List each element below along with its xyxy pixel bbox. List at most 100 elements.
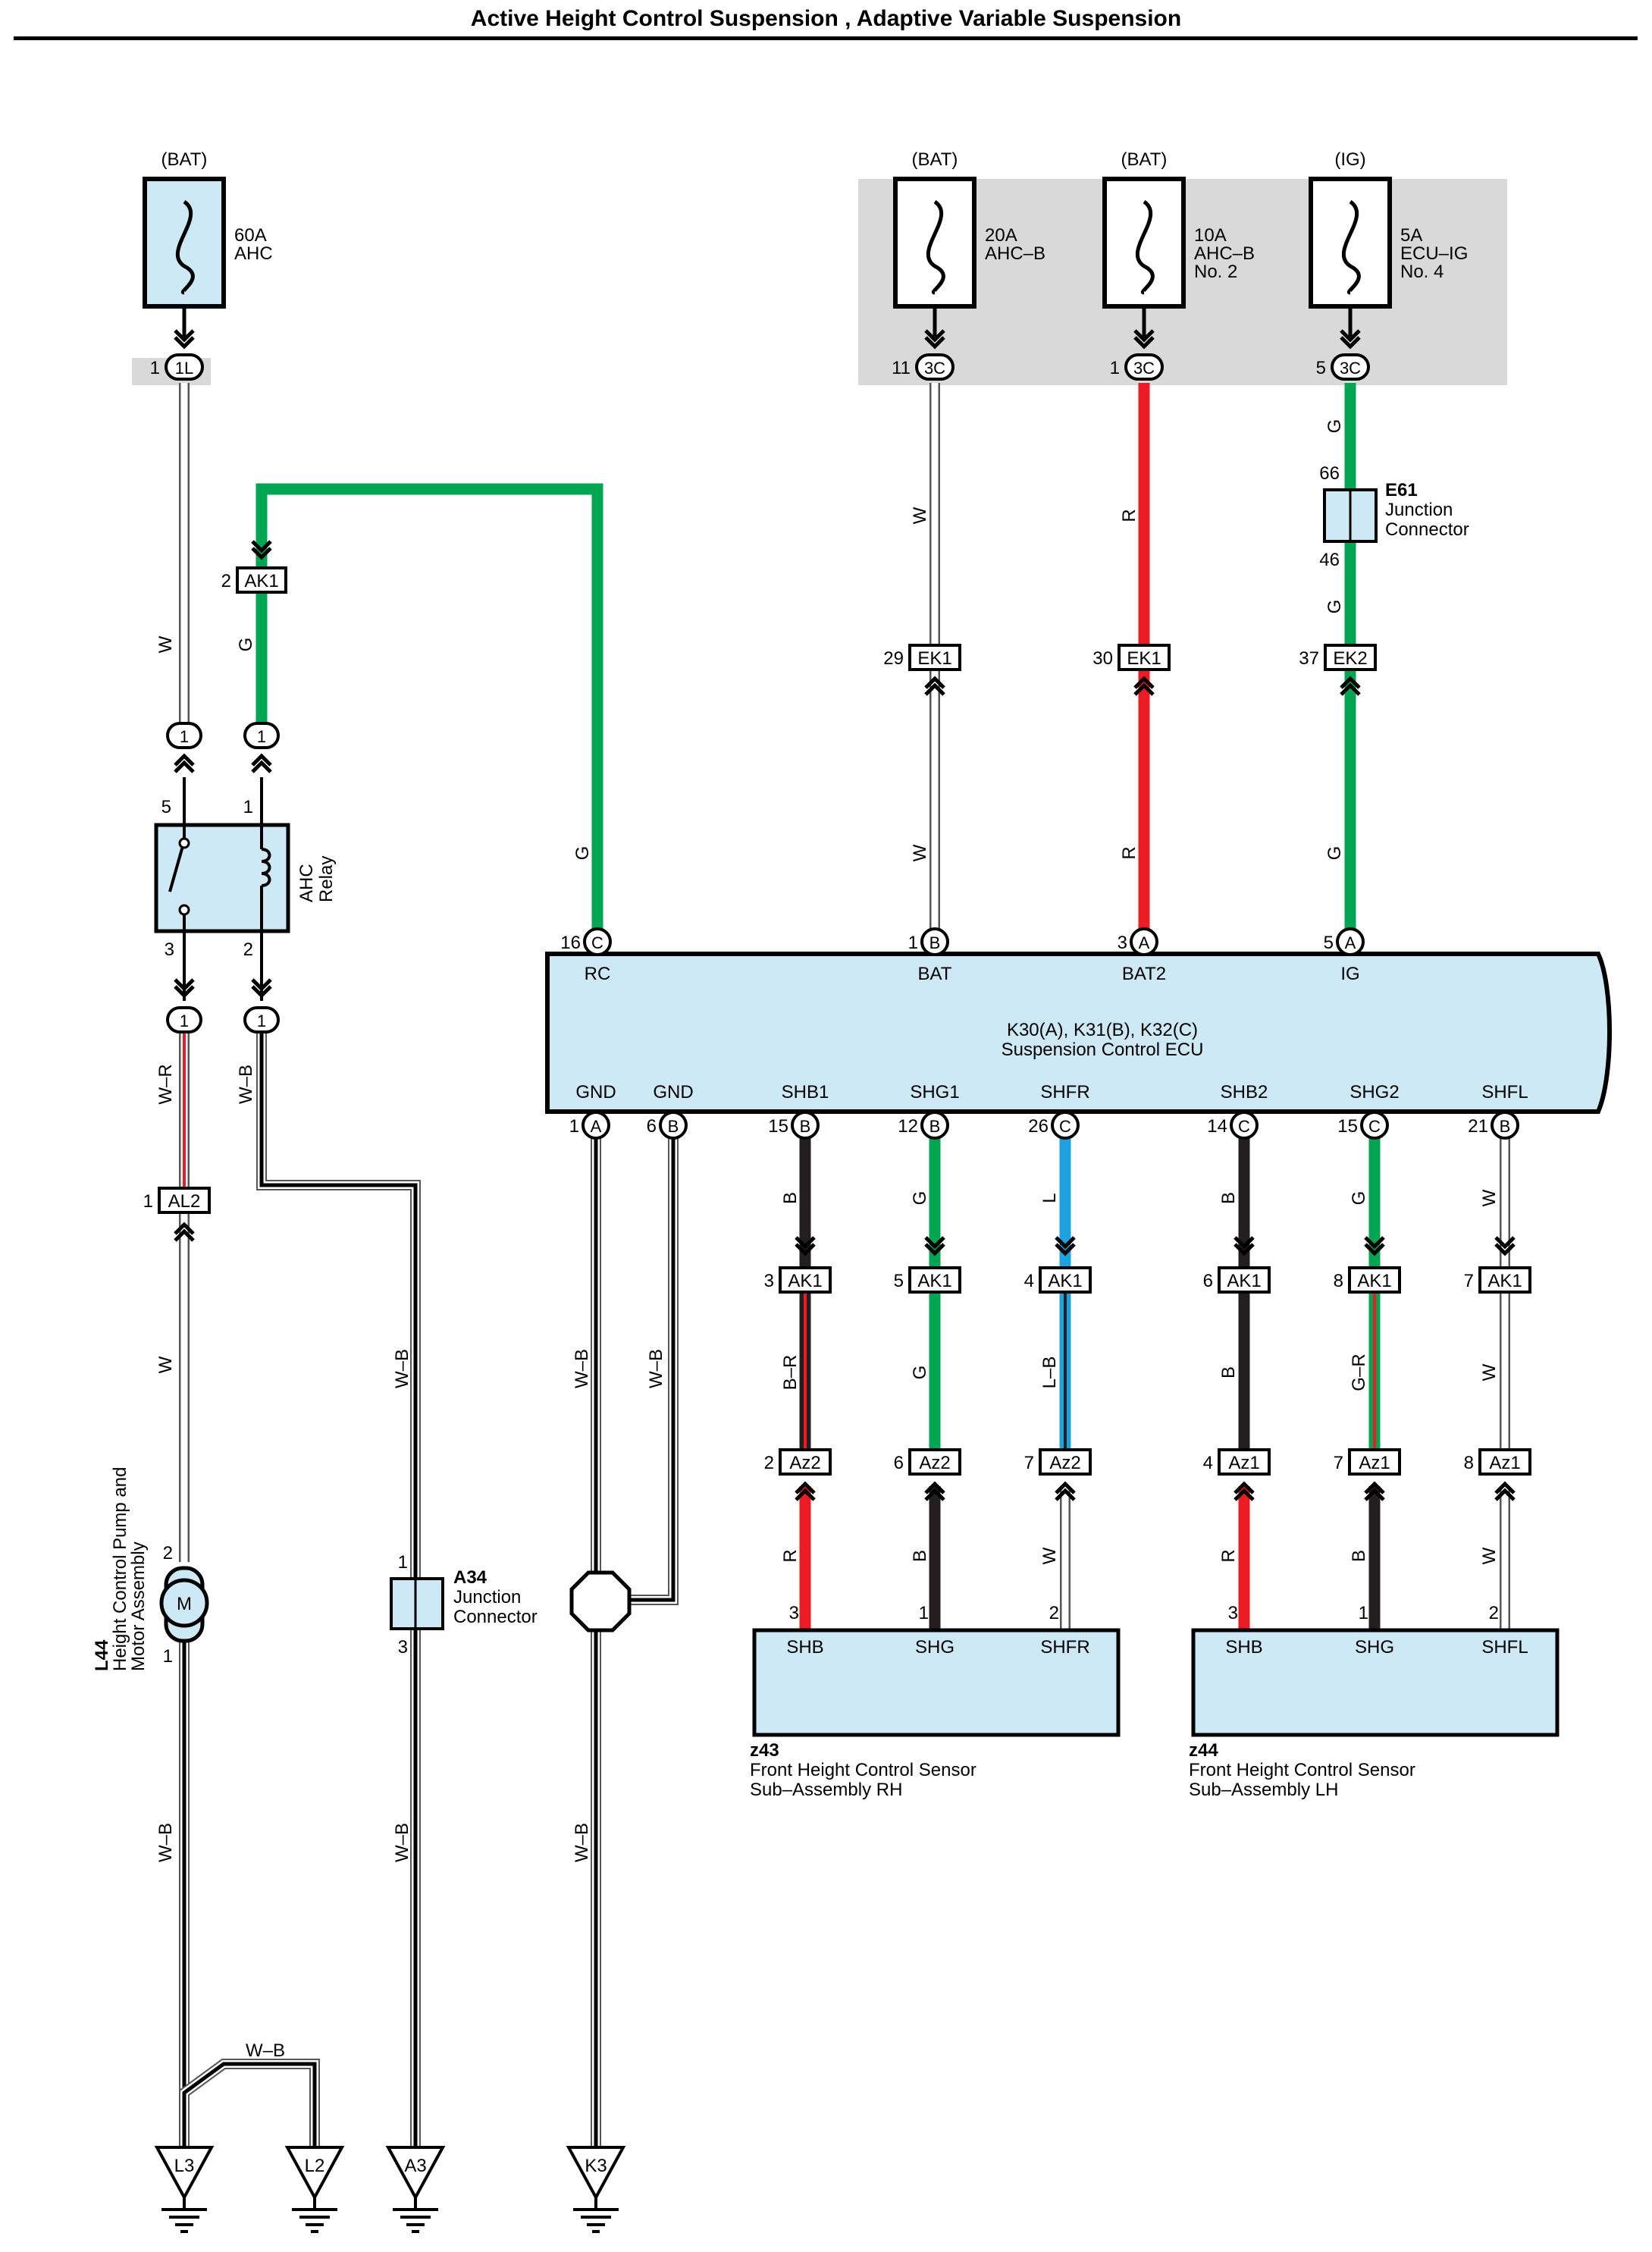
connector-ek1-bat2-pin: 30 [1092,648,1113,669]
ahc-relay [154,823,290,933]
fuse-fuse-10a-ahc-b-no2-element [1135,199,1155,295]
relay-out-terminal-2-chevron [251,978,272,992]
wire-w-b-ecu-gnd-b-to-splice [622,1128,676,1602]
motor-symbol-label: M [177,1594,192,1614]
connector-az-sensor-3 [1218,1448,1271,1476]
wire-color-label-4: W [155,1356,176,1373]
connector-ak1-sensor-0-label: AK1 [788,1271,822,1291]
ecu-label-gnd-1: GND [653,1082,693,1102]
connector-ek1-bat2-chevron [1133,682,1155,696]
junction-a34-name: Junction [453,1587,521,1607]
connector-ak1-sensor-1-pin: 5 [894,1271,904,1291]
fuse-fuse-5a-ecu-ig-no4-rating: 5A [1400,225,1422,246]
height-sensor-lh-pin-1: 1 [1359,1603,1368,1623]
junction-a34 [390,1577,444,1630]
fuse-fuse-5a-ecu-ig-no4-terminal-label: 3C [1340,359,1361,378]
ecu-terminal-gnd-0-pin: 1 [569,1116,579,1137]
wires-layer [179,383,1510,2146]
fuse-fuse-60a-ahc-source: (BAT) [161,149,208,170]
ground-splice-point [569,1570,632,1633]
connector-ak1-sensor-4 [1348,1266,1401,1294]
wire-g-relay-to-ecu-rc [255,483,603,940]
height-sensor-rh-name2: Sub–Assembly RH [750,1780,902,1800]
ecu-terminal-shfl-7-conn: B [1500,1117,1511,1136]
connector-ek1-bat-chevron [924,676,945,689]
ecu-terminal-shb2-5-conn: C [1238,1117,1250,1136]
fuse-fuse-5a-ecu-ig-no4-terminal-pin: 5 [1316,358,1326,378]
wire-color-label-14: W [910,844,930,861]
connector-ek1-bat-label: EK1 [917,648,951,669]
ecu-terminal-shg2-6-conn: C [1368,1117,1381,1136]
junction-e61-pin-top: 66 [1319,463,1340,484]
ecu-terminal-shg1-3-conn: B [929,1117,941,1136]
fuse-fuse-10a-ahc-b-no2-source: (BAT) [1121,149,1168,170]
connector-ak1-sensor-3-label: AK1 [1227,1271,1261,1291]
height-sensor-lh [1191,1628,1560,1737]
wire-color-label-27: G [910,1366,930,1380]
connector-az-sensor-4-label: Az1 [1359,1453,1390,1473]
connector-ak1-sensor-1-chevron [924,1236,945,1250]
connector-az-sensor-4-pin: 7 [1334,1453,1343,1473]
fuse-fuse-60a-ahc [143,177,226,309]
junction-a34-pin-top: 1 [398,1552,408,1573]
connector-az-sensor-0-label: Az2 [789,1453,820,1473]
connector-ak1-sensor-4-chevron [1364,1243,1385,1256]
connector-az-sensor-0 [779,1448,832,1476]
connector-ak1-sensor-2-label: AK1 [1048,1271,1082,1291]
ecu-terminal-bat [920,927,949,956]
ecu-terminal-shfr-4-pin: 26 [1028,1116,1049,1137]
wire-w-b-relay-to-a34-a3 [259,1020,418,2146]
connector-ak1-relay [236,566,287,594]
ecu-terminal-ig [1336,927,1365,956]
junction-a34-code: A34 [453,1567,487,1588]
fuse-fuse-5a-ecu-ig-no4-chevron [1340,329,1361,343]
fuse-fuse-20a-ahc-b-terminal-pin: 11 [892,358,911,378]
ecu-terminal-ig-conn: A [1345,933,1356,952]
ground-k3-label: K3 [585,2156,607,2176]
connector-ek1-bat2 [1118,644,1171,671]
fuse-fuse-20a-ahc-b-terminal [915,353,955,381]
ecu-label-shg1-3: SHG1 [910,1082,959,1102]
fuse-fuse-10a-ahc-b-no2-terminal-pin: 1 [1110,358,1120,378]
ground-k3 [566,2146,626,2201]
ecu-terminal-shg2-6 [1360,1111,1389,1140]
fuse-fuse-10a-ahc-b-no2-terminal [1124,353,1164,381]
junction-e61-name2: Connector [1385,519,1469,540]
height-sensor-rh-code: z43 [750,1740,779,1761]
relay-out-terminal-2 [243,1006,280,1033]
ecu-terminal-shfl-7-pin: 21 [1468,1116,1488,1137]
ecu-terminal-rc-pin: 16 [560,933,581,953]
fuse-fuse-20a-ahc-b-source: (BAT) [912,149,958,170]
relay-pin-1: 1 [243,797,253,817]
fuse-fuse-20a-ahc-b-rating: 20A [985,225,1017,246]
wire-color-label-22: L [1039,1193,1060,1203]
fuse-fuse-10a-ahc-b-no2-chevron [1133,336,1155,350]
motor-symbol [159,1578,209,1628]
connector-az-sensor-3-label: Az1 [1228,1453,1259,1473]
wire-color-label-13: W [910,507,930,524]
connector-ak1-sensor-5-pin: 7 [1464,1271,1474,1291]
fuse-fuse-5a-ecu-ig-no4-terminal [1331,353,1370,381]
motor-name2: Motor Assembly [128,1542,149,1671]
junction-e61-name: Junction [1385,500,1453,520]
junction-a34-name2: Connector [453,1607,538,1627]
ground-l2-label: L2 [305,2156,325,2176]
ecu-terminal-shb2-5-pin: 14 [1207,1116,1227,1137]
ecu-terminal-bat2 [1130,927,1158,956]
connector-ak1-sensor-1 [908,1266,961,1294]
wire-color-label-17: G [1324,419,1345,434]
fuse-fuse-20a-ahc-b-chevron [924,329,945,343]
height-sensor-lh-pin-2: 2 [1489,1603,1499,1623]
connector-az-sensor-3-chevron [1234,1481,1255,1495]
connector-ak1-sensor-0-pin: 3 [764,1271,774,1291]
relay-contact-top [178,837,190,849]
relay-pin-3: 3 [165,939,174,960]
ecu-terminal-ig-pin: 5 [1324,933,1334,953]
ecu-code: K30(A), K31(B), K32(C) [1007,1020,1198,1040]
relay-in-terminal-5-chevron [174,760,195,773]
connector-ek2-ig-label: EK2 [1333,648,1367,669]
connector-ak1-sensor-0-chevron [795,1236,816,1250]
relay-in-terminal-1-chevron [251,760,272,773]
junction-box-layer [132,179,1507,385]
connector-az-sensor-0-pin: 2 [764,1453,774,1473]
